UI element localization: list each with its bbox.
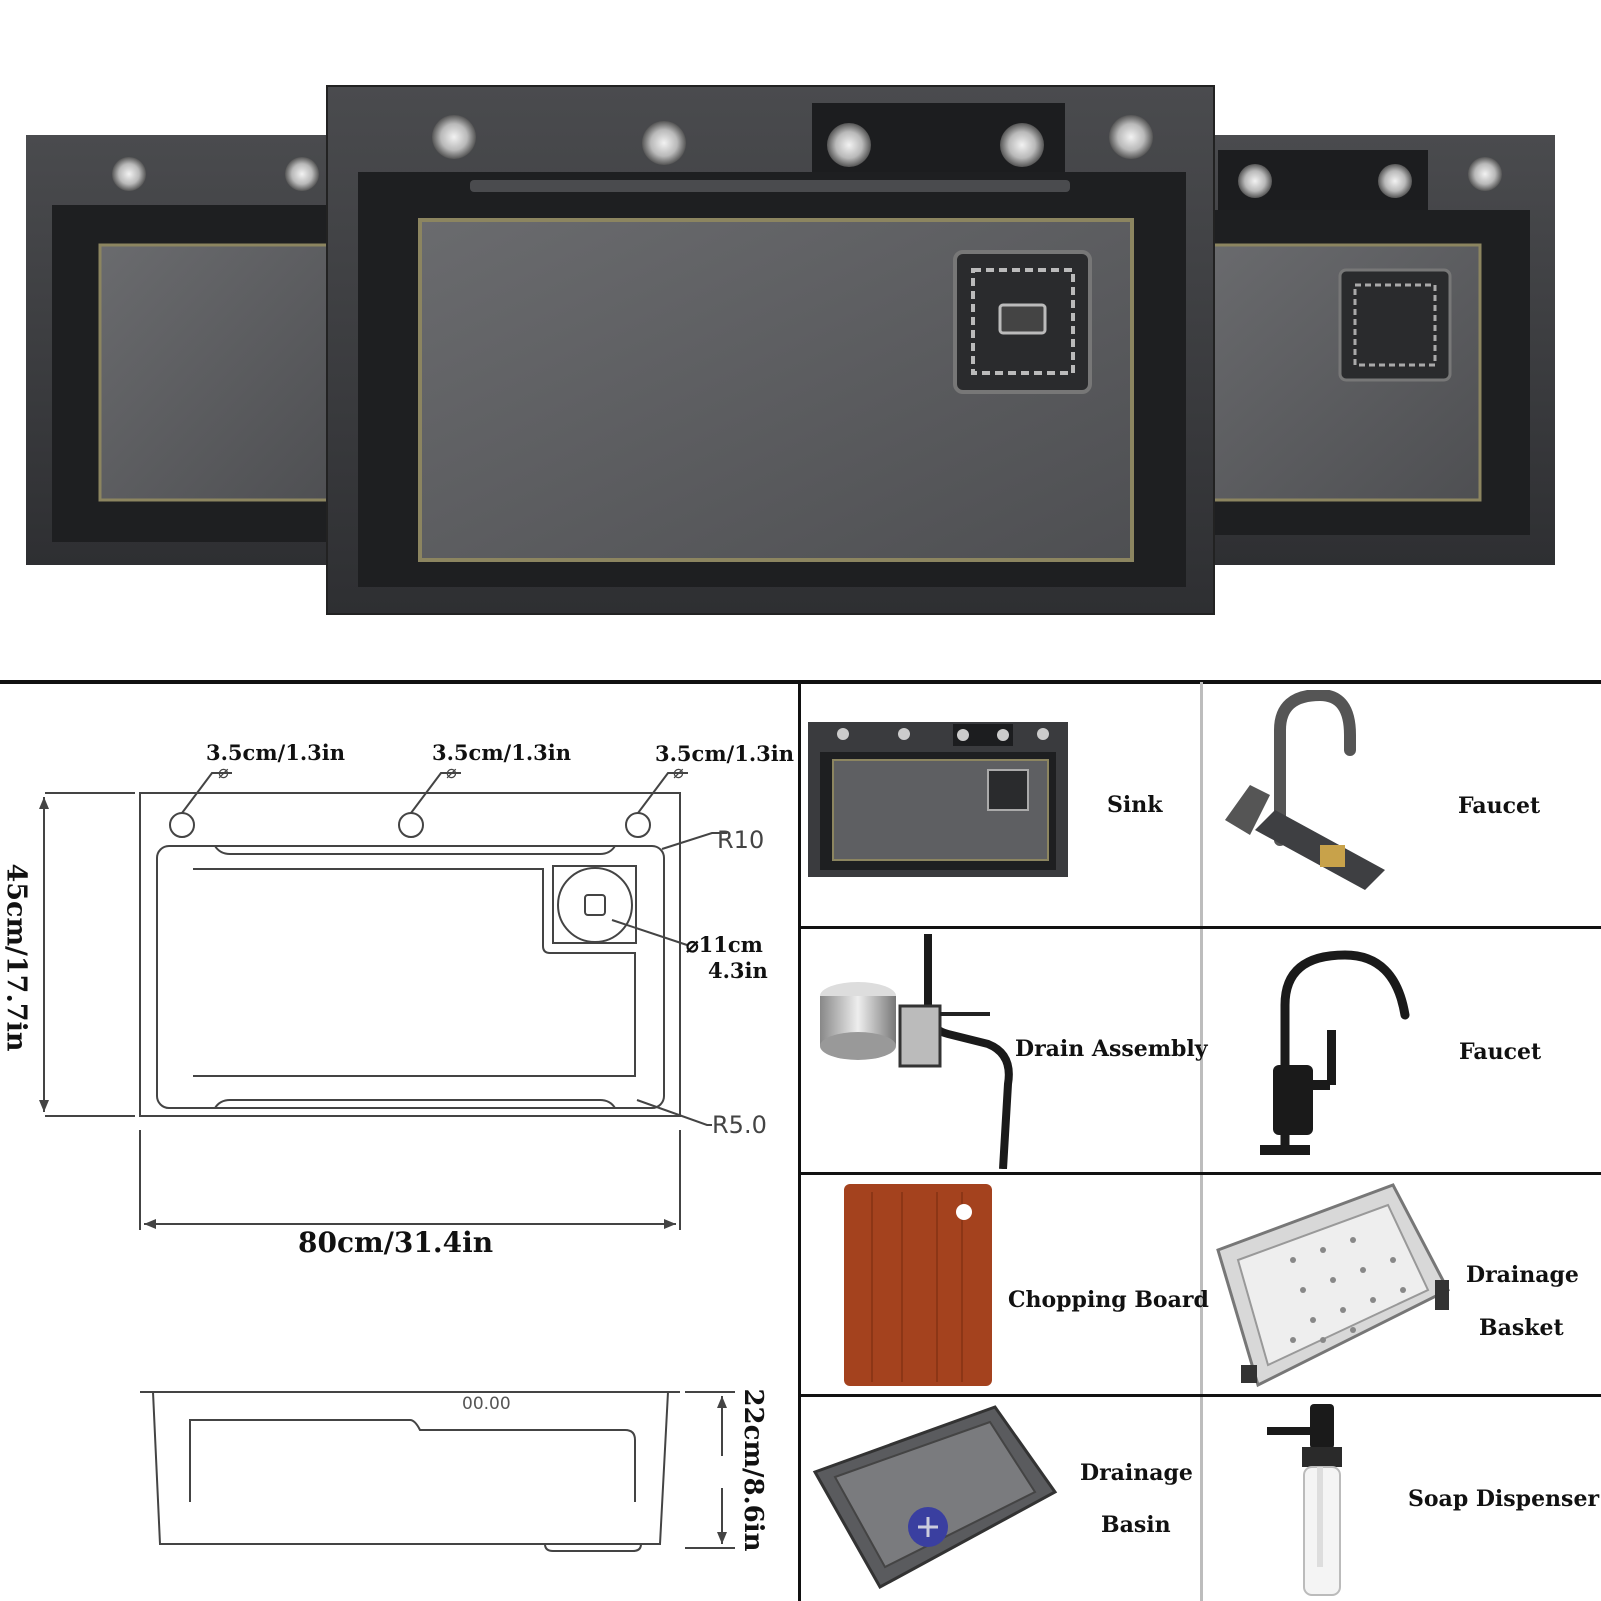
accessory-label-drainage-basket: Drainage <box>1466 1262 1579 1288</box>
row-divider <box>800 1172 1601 1175</box>
width-dimension-label: 80cm/31.4in <box>298 1226 494 1259</box>
accessory-label-chopping-board: Chopping Board <box>1008 1287 1209 1313</box>
accessory-label-drainage-basket-2: Basket <box>1479 1315 1564 1341</box>
pull-down-faucet-icon <box>1225 690 1385 890</box>
depth-dimension-label: 22cm/8.6in <box>738 1388 768 1552</box>
sink-thumbnail <box>808 722 1068 877</box>
hole-size-label: 3.5cm/1.3in <box>206 740 345 765</box>
drain-assembly-icon <box>820 934 1013 1169</box>
gooseneck-faucet-icon <box>1260 950 1410 1155</box>
drainage-basket-icon <box>1216 1183 1451 1388</box>
diameter-symbol: ⌀ <box>446 762 457 783</box>
accessory-label-sink: Sink <box>1107 792 1163 818</box>
chopping-board-icon <box>844 1184 992 1386</box>
drain-diameter-label: 4.3in <box>708 958 768 983</box>
dimension-drawing <box>39 772 735 1552</box>
accessory-label-drainage-basin-2: Basin <box>1101 1512 1171 1538</box>
right-sink <box>1198 135 1555 565</box>
accessory-label-drainage-basin: Drainage <box>1080 1460 1193 1486</box>
soap-dispenser-icon <box>1267 1404 1342 1596</box>
row-divider <box>800 1394 1601 1397</box>
left-sink <box>26 135 338 565</box>
side-mark: 00.00 <box>462 1394 511 1414</box>
diameter-symbol: ⌀ <box>218 762 229 783</box>
hole-size-label: 3.5cm/1.3in <box>655 741 794 766</box>
sink-product-photo <box>26 85 1555 615</box>
column-divider <box>798 682 801 1601</box>
accessory-column-divider <box>1200 682 1203 1601</box>
drainage-basin-icon <box>812 1405 1058 1590</box>
hole-size-label: 3.5cm/1.3in <box>432 740 571 765</box>
height-dimension-label: 45cm/17.7in <box>0 863 32 1052</box>
accessory-label-soap-dispenser: Soap Dispenser <box>1408 1486 1600 1512</box>
row-divider <box>800 926 1601 929</box>
center-sink <box>326 85 1215 615</box>
radius-label: R5.0 <box>712 1111 767 1139</box>
accessory-label-faucet: Faucet <box>1459 1039 1542 1065</box>
diameter-symbol: ⌀ <box>673 762 684 783</box>
drain-diameter-label: ⌀11cm <box>686 932 763 957</box>
radius-label: R10 <box>717 826 765 854</box>
accessory-label-drain-assembly: Drain Assembly <box>1015 1036 1208 1062</box>
accessory-label-faucet: Faucet <box>1458 793 1541 819</box>
